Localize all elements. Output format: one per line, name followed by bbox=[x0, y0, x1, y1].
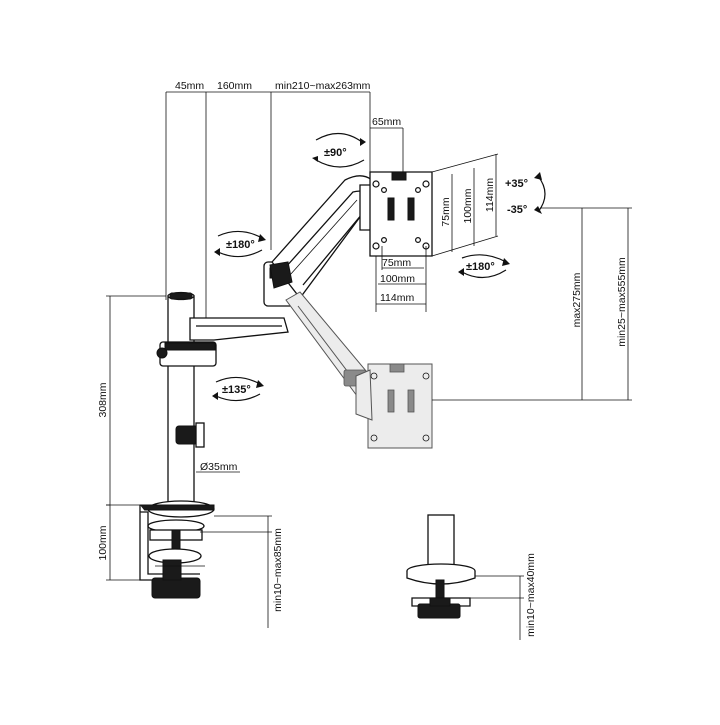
dim-reach: min210~max263mm bbox=[275, 80, 371, 92]
dim-160mm: 160mm bbox=[217, 80, 252, 92]
arm-swivel-arrow-icon bbox=[214, 230, 266, 258]
dim-pole-diameter: Ø35mm bbox=[200, 461, 238, 473]
vesa-horizontal-dimensions bbox=[375, 246, 427, 312]
top-dimension-lines bbox=[165, 91, 404, 320]
lowered-arm-ghost bbox=[285, 291, 433, 449]
pole-height-dimension bbox=[106, 295, 166, 506]
label-swivel: ±180° bbox=[466, 261, 495, 273]
grommet-mount bbox=[406, 514, 476, 619]
dim-vesa-75-w: 75mm bbox=[382, 257, 411, 269]
dim-clamp-range: min10~max85mm bbox=[272, 528, 284, 612]
dim-vesa-114-h: 114mm bbox=[484, 178, 496, 212]
dim-vesa-100-h: 100mm bbox=[462, 188, 474, 223]
vesa-vertical-dimensions bbox=[431, 153, 499, 257]
swivel-arrow-icon bbox=[458, 254, 510, 279]
label-base-swivel: ±135° bbox=[222, 384, 251, 396]
height-dimensions bbox=[432, 207, 632, 401]
grommet-range-dimension bbox=[470, 575, 524, 640]
dim-vesa-75-h: 75mm bbox=[440, 197, 452, 226]
rotate-arrow-icon bbox=[312, 132, 366, 168]
label-tilt-up: +35° bbox=[505, 178, 528, 190]
vesa-plate-top bbox=[369, 171, 433, 257]
upper-arm bbox=[269, 175, 383, 300]
label-rotate: ±90° bbox=[324, 147, 347, 159]
desk-clamp bbox=[139, 500, 215, 599]
tilt-arrow-icon bbox=[534, 172, 546, 214]
dim-max275mm: max275mm bbox=[571, 272, 583, 327]
dim-65mm: 65mm bbox=[372, 116, 401, 128]
dim-grommet-range: min10~max40mm bbox=[525, 553, 537, 637]
dim-vesa-100-w: 100mm bbox=[380, 273, 415, 285]
label-tilt-down: -35° bbox=[507, 204, 527, 216]
cable-clip bbox=[175, 422, 205, 448]
label-arm-swivel: ±180° bbox=[226, 239, 255, 251]
dim-vesa-114-w: 114mm bbox=[380, 292, 414, 304]
dim-308mm: 308mm bbox=[97, 382, 109, 417]
dim-45mm: 45mm bbox=[175, 80, 204, 92]
clamp-range-dimension bbox=[200, 515, 272, 628]
dim-clamp-100mm: 100mm bbox=[97, 525, 109, 560]
dim-height-range: min25~max555mm bbox=[616, 257, 628, 347]
clamp-height-dimension bbox=[106, 504, 140, 581]
base-swivel-arrow-icon bbox=[212, 376, 264, 402]
